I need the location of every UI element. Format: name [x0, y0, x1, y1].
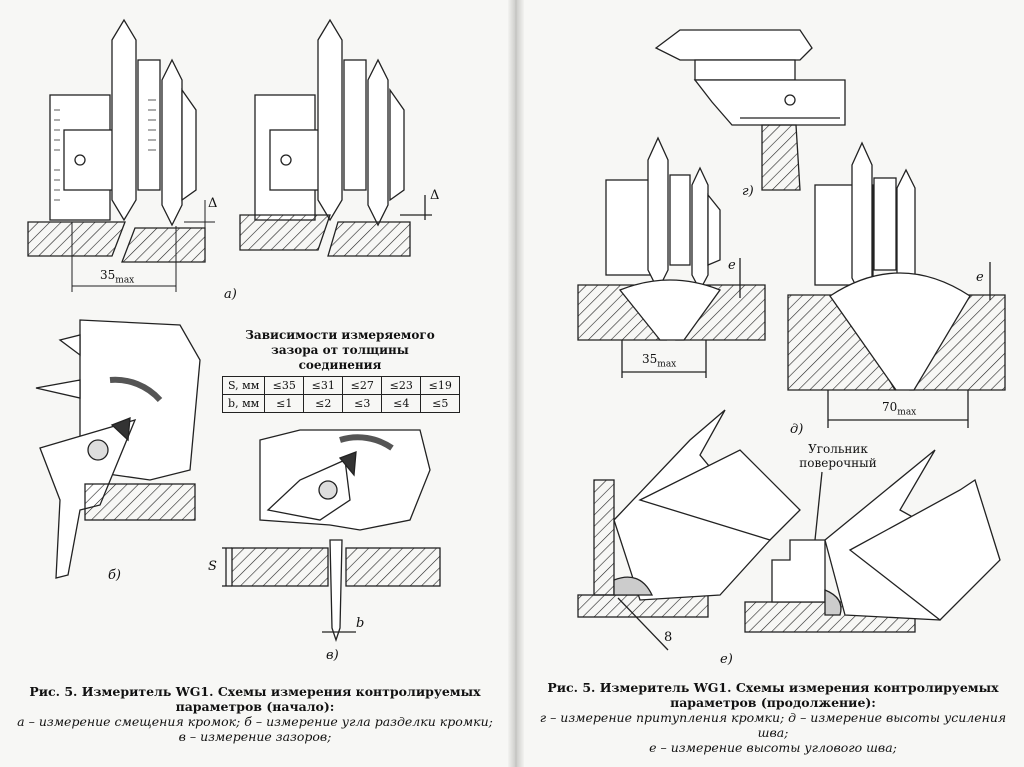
- dim-value: 35: [642, 352, 658, 366]
- note-line: Угольник: [808, 442, 868, 456]
- figure-d-weld-2: [787, 262, 1006, 428]
- table-row: b, мм ≤1 ≤2 ≤3 ≤4 ≤5: [221, 394, 461, 413]
- dim-8: 8: [664, 630, 673, 645]
- caption-line: е – измерение высоты углового шва;: [649, 740, 897, 755]
- caption-title: Рис. 5. Измеритель WG1. Схемы измерения …: [29, 684, 481, 699]
- table-cell: ≤19: [420, 376, 461, 395]
- table-cell: ≤35: [264, 376, 305, 395]
- label-e: е): [720, 652, 733, 667]
- figure-a-dimensions: [71, 200, 215, 292]
- figure-g-gauge: [654, 29, 846, 126]
- left-caption: Рис. 5. Измеритель WG1. Схемы измерения …: [10, 684, 500, 744]
- caption-line: г – измерение притупления кромки; д – из…: [539, 710, 1007, 740]
- right-caption: Рис. 5. Измеритель WG1. Схемы измерения …: [528, 680, 1018, 755]
- dim-sub: max: [897, 407, 917, 418]
- table-cell: ≤1: [264, 394, 305, 413]
- table-cell: ≤3: [342, 394, 383, 413]
- figure-a-gauge-1-ticks: [54, 99, 156, 201]
- figure-a-plates-2: [239, 195, 432, 257]
- dim-e-2: e: [976, 270, 984, 285]
- figure-a-gauge-1: [49, 18, 197, 227]
- square-note: Угольник поверочный: [790, 442, 886, 470]
- delta-label-2: Δ: [430, 188, 440, 203]
- dim-70max-d: 70max: [882, 400, 916, 417]
- dim-b: b: [356, 616, 365, 631]
- delta-label-1: Δ: [208, 196, 218, 211]
- figure-e-left: [577, 409, 801, 651]
- figure-v-gauge: [259, 429, 431, 643]
- label-a: а): [224, 287, 237, 302]
- table-cell: ≤4: [381, 394, 422, 413]
- figure-g-plate: [761, 124, 801, 191]
- table-title-line: соединения: [298, 358, 382, 372]
- table-title-line: Зависимости измеряемого: [245, 328, 435, 342]
- caption-title: Рис. 5. Измеритель WG1. Схемы измерения …: [547, 680, 999, 695]
- table-cell: ≤31: [303, 376, 344, 395]
- label-b: б): [108, 568, 122, 583]
- dim-sub: max: [115, 275, 135, 286]
- figure-b-gauge: [35, 319, 201, 579]
- figure-d-weld-1: [577, 258, 766, 378]
- dim-sub: max: [657, 359, 677, 370]
- figure-a-plates-1: [27, 221, 206, 263]
- table-cell: S, мм: [221, 376, 266, 395]
- caption-title-cont: параметров (начало):: [175, 699, 335, 714]
- caption-line: а – измерение смещения кромок; б – измер…: [17, 714, 493, 729]
- table-cell: ≤5: [420, 394, 461, 413]
- table-cell: ≤23: [381, 376, 422, 395]
- caption-title-cont: параметров (продолжение):: [670, 695, 876, 710]
- figure-b-plate: [84, 483, 196, 521]
- label-v: в): [326, 648, 339, 663]
- dim-35max-a: 35max: [100, 268, 134, 285]
- figure-a-gauge-2: [254, 18, 405, 227]
- figure-e-right: [744, 449, 1001, 633]
- figure-d-gauge-2: [814, 141, 916, 300]
- table-cell: b, мм: [221, 394, 266, 413]
- book-fold: [508, 0, 524, 767]
- dim-value: 35: [100, 268, 116, 282]
- dim-S: S: [208, 559, 217, 574]
- dim-35max-d: 35max: [642, 352, 676, 369]
- dim-e-1: e: [728, 258, 736, 273]
- label-g: г): [742, 184, 754, 199]
- table-title-line: зазора от толщины: [271, 343, 409, 357]
- table-row: S, мм ≤35 ≤31 ≤27 ≤23 ≤19: [221, 376, 461, 395]
- figure-d-gauge-1: [605, 136, 721, 292]
- note-line: поверочный: [799, 456, 877, 470]
- figure-v-plates: [222, 547, 441, 633]
- table-cell: ≤27: [342, 376, 383, 395]
- caption-line: в – измерение зазоров;: [178, 729, 332, 744]
- label-d: д): [790, 422, 804, 437]
- table-cell: ≤2: [303, 394, 344, 413]
- gap-thickness-table: S, мм ≤35 ≤31 ≤27 ≤23 ≤19 b, мм ≤1 ≤2 ≤3…: [221, 376, 461, 413]
- dim-value: 70: [882, 400, 898, 414]
- table-title: Зависимости измеряемого зазора от толщин…: [240, 328, 440, 373]
